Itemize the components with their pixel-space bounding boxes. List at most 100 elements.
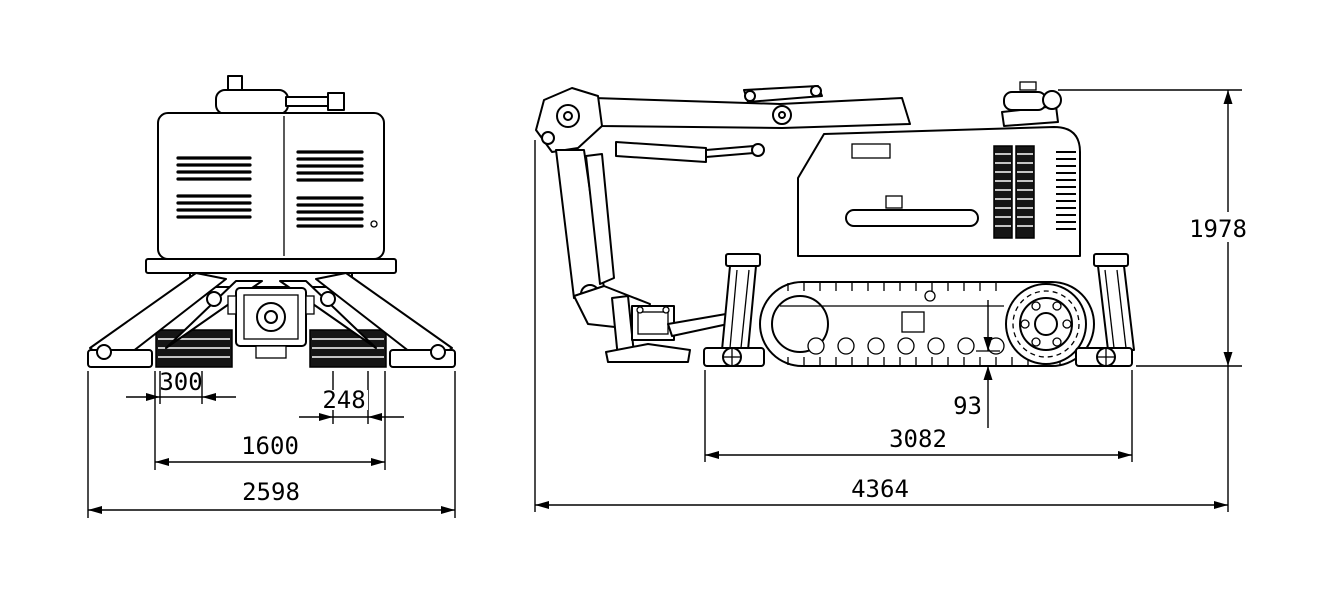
slew-gearbox [227,287,315,359]
rear-outrigger [1075,253,1135,367]
vent-grille [296,150,364,182]
bolt [1031,337,1041,347]
arrowhead [202,393,216,401]
leg-detail [1104,269,1115,349]
boom-link [743,85,823,103]
side-vent-grille [1056,151,1076,230]
link-pin [810,85,822,97]
dim-front-248-label: 248 [322,386,365,414]
bolt [1052,301,1062,311]
outrigger-foot-right [389,344,456,368]
track-pad-left [155,329,233,368]
bracket-bolt [662,306,670,314]
dim-side-4364-label: 4364 [851,475,909,503]
arrowhead [1214,501,1228,509]
exhaust-pipe [285,96,331,107]
foot-pivot [430,344,446,360]
base-flange [145,258,397,274]
access-panel [851,143,891,159]
dim-front-300-label: 300 [159,368,202,396]
demolition-tool [573,285,729,363]
engine-vent-column [1015,145,1035,239]
arrowhead [535,501,549,509]
track-undercarriage [759,281,1095,367]
bracket-bolt [636,306,644,314]
road-wheel [957,337,975,355]
gearbox-base [255,345,287,359]
dimension-3082: 3082 [704,370,1133,462]
pivot-pin [320,291,336,307]
beacon-assembly [1001,81,1062,127]
dim-side-1978-label: 1978 [1189,215,1247,243]
label-background [322,390,368,410]
arrowhead [1118,451,1132,459]
bolt [1031,301,1041,311]
track-links-top [787,283,997,291]
pipe-end [327,92,345,111]
tread-stripes [158,338,230,358]
vent-grille [296,196,364,228]
label-background [1186,212,1250,242]
front-body [145,112,397,288]
dimension-300: 300 [126,368,236,404]
sprocket-teeth [1012,290,1080,358]
boom-pivot-pin [778,111,786,119]
outrigger-mount [725,253,761,267]
mount-tab [305,295,315,315]
head-pin [541,131,555,145]
dimension-4364: 4364 [534,140,1228,512]
road-wheel [867,337,885,355]
frame-hatch [901,311,925,333]
arrowhead [155,458,169,466]
arrowhead [705,451,719,459]
handle-slot [845,209,979,227]
grease-point [924,290,936,302]
muffler [215,89,289,115]
arrowhead [319,413,333,421]
hydraulic-cylinder-rod [705,145,755,158]
leg-detail [1116,269,1127,349]
road-wheel [897,337,915,355]
arrowhead [1223,352,1233,366]
slew-hub [264,310,278,324]
dipper-cylinder [585,153,615,285]
dim-side-93-label: 93 [953,392,982,420]
track-pad-right [309,329,387,368]
arrowhead [371,458,385,466]
hydraulic-cylinder-barrel [615,141,707,163]
side-view: 1978 93 3082 4364 [534,81,1250,512]
road-wheel [927,337,945,355]
bolt [1062,319,1072,329]
dimension-93: 93 [953,300,1000,428]
vent-stripes [995,153,1011,227]
arrowhead [88,506,102,514]
beacon-body [1003,91,1047,111]
dimension-1978: 1978 [1058,89,1250,512]
bolt [1020,319,1030,329]
engine-vent-column [993,145,1013,239]
mount-tab [227,295,237,315]
pivot-pin [206,291,222,307]
arrowhead [441,506,455,514]
vent-stripes [1017,153,1033,227]
link-pin [744,90,756,102]
latch-plate [885,195,903,209]
latch [370,220,378,228]
dim-front-1600-label: 1600 [241,432,299,460]
outrigger-leg [1097,265,1135,351]
outrigger-mount [1093,253,1129,267]
front-outrigger [703,253,765,367]
tool-blade [605,343,691,363]
beacon-top [1019,81,1037,91]
arrowhead [368,413,382,421]
arrowhead [983,366,993,380]
drive-sprocket [1005,283,1087,365]
vent-grille [176,194,252,219]
leg-detail [729,269,738,349]
outrigger-foot-left [87,344,153,368]
tool-link [667,313,729,337]
tread-stripes [312,338,384,358]
head-pin [563,111,573,121]
arrowhead [983,337,993,351]
body-housing [157,112,385,260]
